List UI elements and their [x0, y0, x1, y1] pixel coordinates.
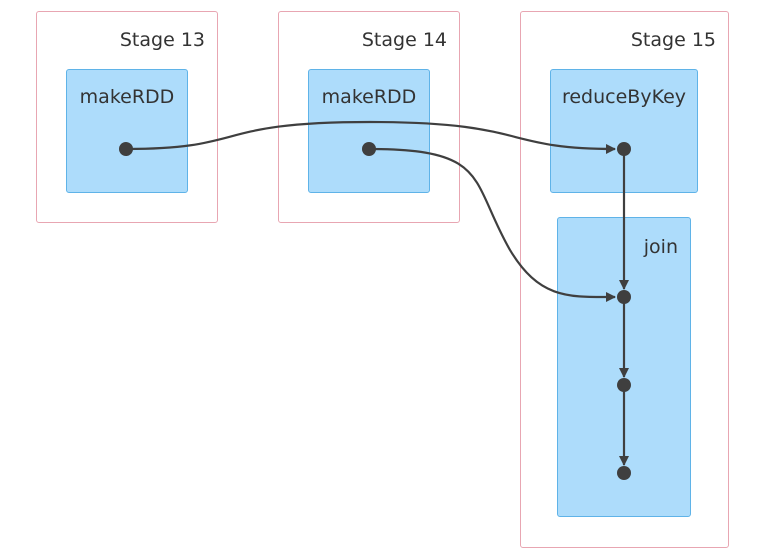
stage-13-label: Stage 13	[119, 29, 205, 51]
op-join-label: join	[643, 236, 678, 258]
node-join-3[interactable]	[617, 466, 631, 480]
op-makerdd-stage14[interactable]: makeRDD	[308, 69, 430, 193]
edge-makerdd14-to-join	[368, 147, 616, 303]
op-makerdd-stage14-label: makeRDD	[321, 86, 417, 108]
op-reducebykey[interactable]: reduceByKey	[550, 69, 698, 193]
stage-15-label: Stage 15	[630, 29, 716, 51]
node-makerdd-stage13[interactable]	[119, 142, 133, 156]
node-join-2[interactable]	[617, 378, 631, 392]
node-makerdd-stage14[interactable]	[362, 142, 376, 156]
op-reducebykey-label: reduceByKey	[561, 86, 687, 108]
edge-makerdd13-to-reducebykey	[125, 120, 616, 154]
node-join-1[interactable]	[617, 290, 631, 304]
op-makerdd-stage13-label: makeRDD	[79, 86, 175, 108]
node-reducebykey[interactable]	[617, 142, 631, 156]
op-makerdd-stage13[interactable]: makeRDD	[66, 69, 188, 193]
stage-14-label: Stage 14	[361, 29, 447, 51]
